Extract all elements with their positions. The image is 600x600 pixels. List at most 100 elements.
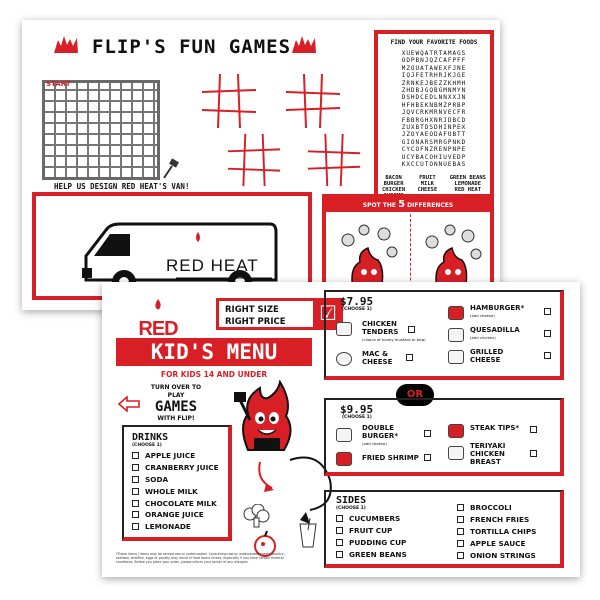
double-burger-icon — [336, 428, 352, 442]
menu-option[interactable]: TORTILLA CHIPS — [457, 526, 560, 538]
option-label: CUCUMBERS — [349, 514, 401, 524]
menu-option[interactable]: CHOCOLATE MILK — [132, 497, 228, 509]
checkbox[interactable] — [132, 499, 139, 507]
checkbox[interactable] — [132, 487, 139, 495]
menu-option[interactable]: CRANBERRY JUICE — [132, 462, 228, 474]
word-search-row[interactable]: XUEWQATRTAMAGS — [401, 50, 467, 57]
broccoli-icon — [243, 504, 270, 528]
word-search-row[interactable]: JQVCRKMRNVECFR — [401, 109, 467, 117]
word-entry: RED HEAT — [454, 186, 482, 193]
menu-option[interactable]: WHOLE MILK — [132, 485, 228, 497]
word-search-row[interactable]: DSHDCEDLNNXXJN — [401, 94, 467, 102]
word-search-row[interactable]: HFHBEKNBMZPRBP — [401, 101, 467, 109]
checkbox[interactable] — [457, 527, 464, 535]
word-search-row[interactable]: UCYBACOHIUVEDP — [401, 153, 467, 161]
word-entry: BACON — [385, 174, 402, 181]
option-label: SODA — [145, 474, 169, 484]
turn-games: GAMES — [154, 399, 198, 415]
menu-option[interactable]: CUCUMBERS — [336, 513, 439, 525]
word-search-row[interactable]: ODPBNJQZCAFPFF — [401, 57, 467, 65]
drink-cup-icon — [299, 518, 317, 548]
word-search-row[interactable]: ZHDBJGQBGMNMYN — [401, 87, 467, 95]
drinks-title: DRINKS — [132, 432, 169, 443]
checkbox[interactable] — [457, 516, 464, 524]
slogan-box: RIGHT SIZE RIGHT PRICE ☑ — [216, 298, 343, 330]
menu-option[interactable]: LEMONADE — [132, 521, 228, 533]
tic-tac-toe-board[interactable] — [306, 132, 362, 188]
fried-shrimp-checkbox[interactable] — [424, 454, 431, 461]
steak-tips-checkbox[interactable] — [530, 426, 537, 433]
word-search-row[interactable]: ZUXBTDSDHINPEX — [401, 124, 467, 132]
checkbox[interactable] — [457, 504, 464, 512]
word-search-row[interactable]: FBBRGHXNRJDBCD — [401, 116, 467, 124]
grilled-cheese-checkbox[interactable] — [544, 352, 551, 359]
teriyaki-checkbox[interactable] — [530, 450, 537, 457]
menu-option[interactable]: FRENCH FRIES — [457, 514, 560, 526]
word-entry: CHICKEN — [382, 186, 406, 193]
tic-tac-toe-board[interactable] — [200, 72, 258, 130]
word-search-row[interactable]: KXCCUTONNUEBAS — [401, 161, 467, 169]
hamburger-icon — [448, 306, 464, 320]
word-search-row[interactable]: IQJFETRHRJKJGE — [401, 72, 467, 80]
van-design-title: HELP US DESIGN RED HEAT'S VAN! — [50, 182, 194, 191]
checkbox[interactable] — [336, 515, 343, 523]
menu-option[interactable]: PUDDING CUP — [336, 537, 439, 549]
apple-icon — [254, 530, 276, 557]
word-search-row[interactable]: CYCOFNZRENPNPE — [401, 146, 467, 154]
flame-icon — [292, 36, 316, 53]
checkbox[interactable] — [132, 511, 139, 519]
menu-option[interactable]: GREEN BEANS — [336, 548, 439, 560]
double-burger-checkbox[interactable] — [424, 430, 431, 437]
checkbox[interactable] — [132, 452, 139, 460]
word-search-row[interactable]: GIONARSMRGPNKD — [401, 138, 467, 146]
menu-option[interactable]: BROCCOLI — [457, 502, 560, 514]
checkbox[interactable] — [336, 550, 343, 558]
menu-795-section: $7.95 (CHOOSE 1) CHICKEN TENDERS(choice … — [324, 290, 564, 380]
word-search-row[interactable]: JZOYAEODAFUBTT — [401, 131, 467, 139]
checkbox[interactable] — [336, 538, 343, 546]
double-burger-note: (add cheese) — [362, 441, 387, 446]
kids-menu-placemat: RED HEAT TAVERN RIGHT SIZE RIGHT PRICE ☑… — [102, 282, 580, 577]
word-search-row[interactable]: MZOUATAWEXFJNE — [401, 64, 467, 72]
quesadilla-checkbox[interactable] — [544, 330, 551, 337]
turn-line-2: WITH FLIP! — [157, 415, 195, 422]
chicken-tenders-checkbox[interactable] — [408, 326, 415, 333]
menu-option[interactable]: FRUIT CUP — [336, 525, 439, 537]
mac-cheese-checkbox[interactable] — [406, 354, 413, 361]
price-795: $7.95 — [340, 295, 374, 308]
checkbox[interactable] — [132, 523, 139, 531]
hamburger-checkbox[interactable] — [544, 308, 551, 315]
checkbox[interactable] — [132, 464, 139, 472]
option-label: APPLE SAUCE — [470, 538, 526, 548]
item-fried-shrimp: FRIED SHRIMP — [362, 454, 419, 462]
maze-start-label: START — [46, 80, 71, 88]
price-995: $9.95 — [340, 403, 374, 416]
word-search-row[interactable]: ZRNKEJBEZZKHMH — [401, 79, 467, 87]
menu-option[interactable]: ONION STRINGS — [457, 549, 560, 561]
checkbox[interactable] — [457, 551, 464, 559]
tic-tac-toe-board[interactable] — [226, 132, 282, 188]
option-label: GREEN BEANS — [349, 549, 407, 559]
divider — [410, 214, 411, 300]
menu-option[interactable]: ORANGE JUICE — [132, 509, 228, 521]
decorative-arrows-doodle — [258, 456, 332, 524]
turn-line-1: TURN OVER TO PLAY — [150, 384, 202, 399]
checkbox[interactable] — [336, 527, 343, 535]
menu-option[interactable]: APPLE JUICE — [132, 450, 228, 462]
slogan-line-1: RIGHT SIZE — [225, 305, 279, 315]
tic-tac-toe-board[interactable] — [284, 72, 342, 130]
drinks-sub: (CHOOSE 1) — [132, 443, 162, 448]
games-placemat: FLIP'S FUN GAMES START FIND YOUR FAVORIT… — [22, 20, 500, 310]
grilled-cheese-icon — [448, 350, 464, 364]
hamburger-note: (add cheese) — [470, 313, 495, 318]
checkbox[interactable] — [457, 539, 464, 547]
games-title: FLIP'S FUN GAMES — [92, 36, 292, 58]
menu-option[interactable]: APPLE SAUCE — [457, 537, 560, 549]
slogan-line-2: RIGHT PRICE — [225, 317, 286, 327]
menu-option[interactable]: SODA — [132, 474, 228, 486]
quesadilla-label: QUESADILLA — [470, 326, 520, 334]
checkbox[interactable] — [132, 475, 139, 483]
